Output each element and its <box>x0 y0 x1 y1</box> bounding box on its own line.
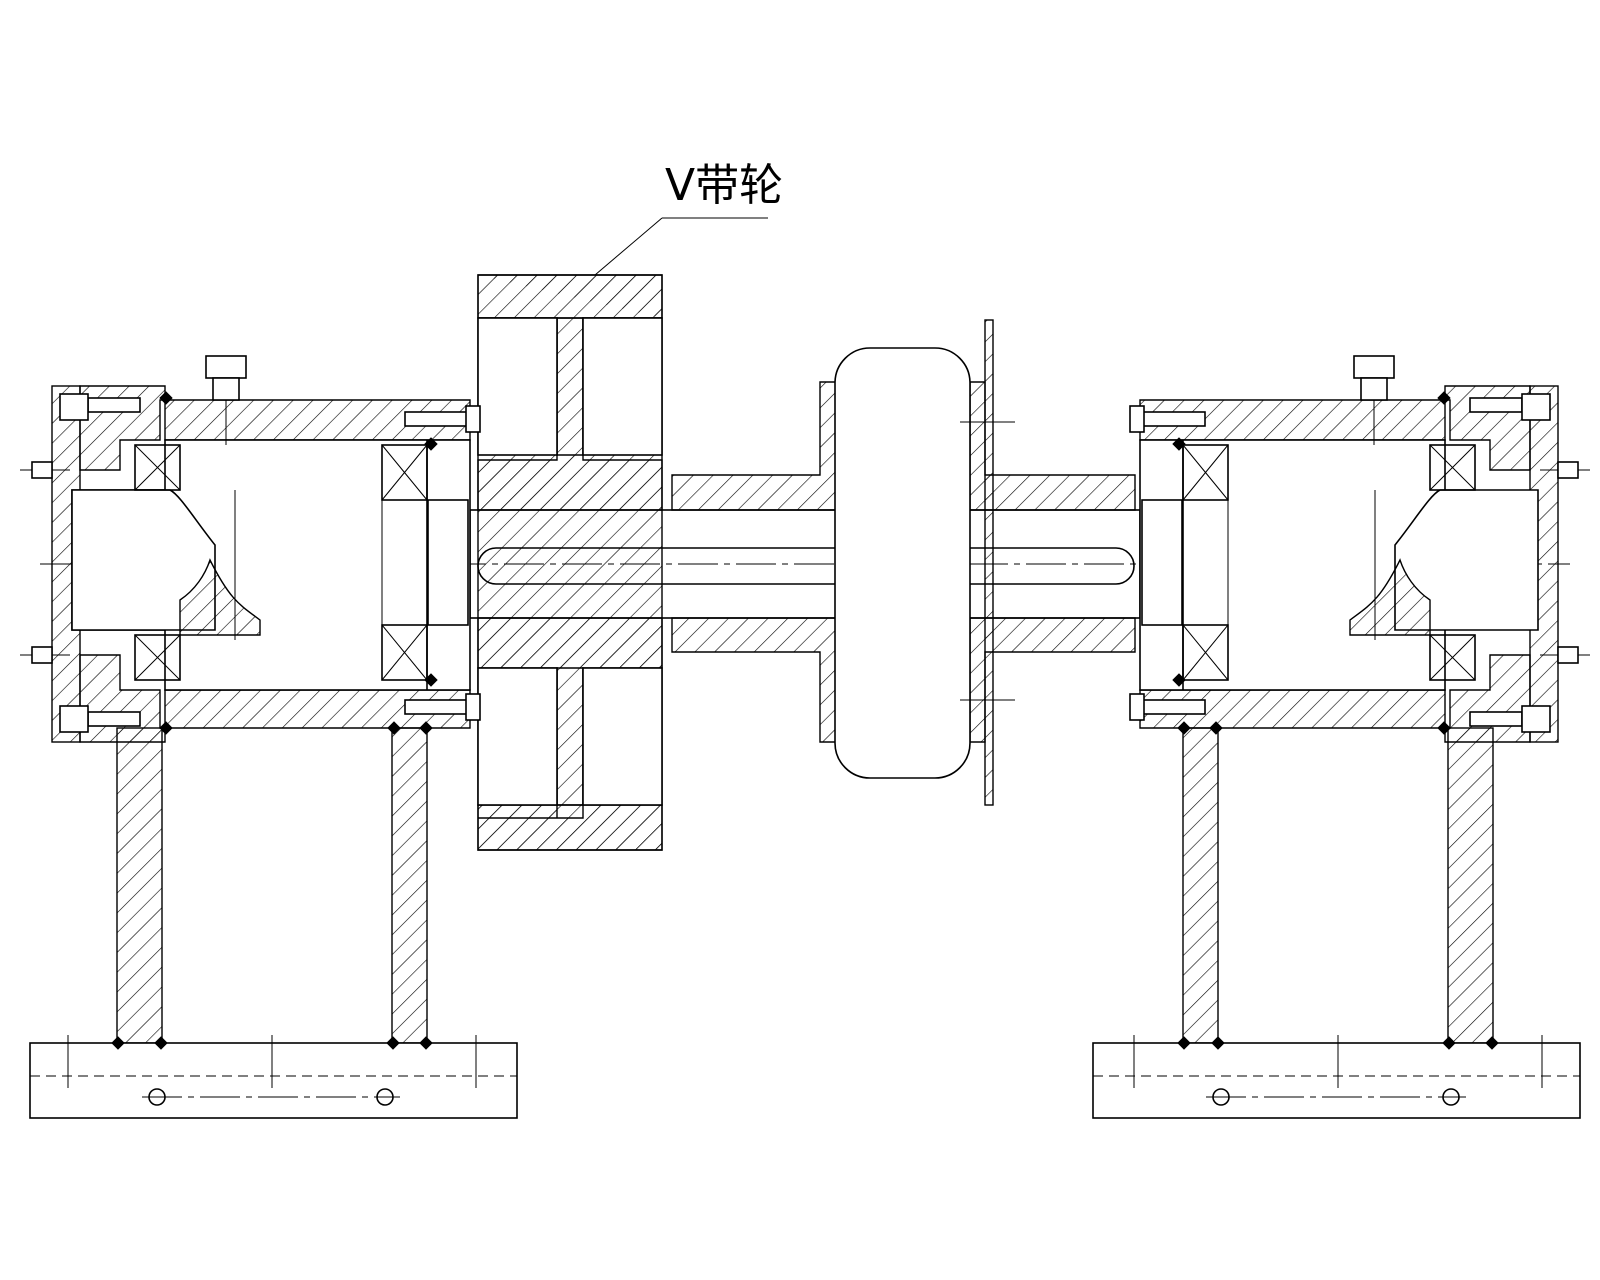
pulley-cavity-bottom <box>582 667 663 806</box>
left-leg-outer <box>116 727 163 1044</box>
left-weld-1 <box>111 1036 125 1050</box>
left-weld-2 <box>154 1036 168 1050</box>
pulley-rim-top <box>477 274 663 319</box>
right-bolts <box>1129 393 1590 733</box>
brake-disc <box>984 319 994 806</box>
left-weld-4 <box>419 1036 433 1050</box>
v-belt-pulley-label: V带轮 <box>665 160 783 211</box>
left-roller-cutaway <box>179 558 261 636</box>
right-base-plate <box>1092 1042 1581 1119</box>
left-lock-nut <box>427 499 469 626</box>
right-weld-4 <box>1485 1036 1499 1050</box>
coupling-hub-right-bottom <box>969 617 1136 743</box>
right-weld-3 <box>1442 1036 1456 1050</box>
pulley-cavity-top <box>582 317 663 456</box>
v-belt-pulley-callout: V带轮 <box>594 160 783 276</box>
coupling-hub-left-top <box>671 381 837 511</box>
right-leg-outer <box>1447 727 1494 1044</box>
coupling-hub-left-bottom <box>671 617 837 743</box>
left-leg-inner <box>391 727 428 1044</box>
elastic-tire <box>834 347 971 779</box>
left-bolts <box>20 393 481 733</box>
right-bearing-housing <box>1129 355 1590 743</box>
right-welds <box>1172 391 1451 735</box>
pulley-cavity-top-left <box>477 317 558 456</box>
left-grease-nipple <box>205 355 247 445</box>
coupling-hub-right-top <box>969 381 1136 511</box>
left-bearing-housing <box>20 355 481 743</box>
callout-leader <box>594 217 663 276</box>
right-roller-cutaway <box>1349 558 1431 636</box>
right-grease-nipple <box>1353 355 1395 445</box>
right-lock-nut <box>1141 499 1183 626</box>
right-housing-bore <box>1139 439 1446 691</box>
pulley-rim-bottom <box>477 804 663 851</box>
right-bearing-1 <box>1429 444 1476 681</box>
right-weld-2 <box>1211 1036 1225 1050</box>
v-belt-pulley <box>477 274 663 851</box>
right-support-stand <box>1092 727 1581 1119</box>
right-weld-1 <box>1177 1036 1191 1050</box>
left-base-plate <box>29 1042 518 1119</box>
left-housing-bore <box>164 439 471 691</box>
pulley-cavity-bottom-left <box>477 667 558 806</box>
flexible-coupling <box>671 319 1136 806</box>
left-bearing-1 <box>134 444 181 681</box>
left-weld-3 <box>386 1036 400 1050</box>
left-support-stand <box>29 727 518 1119</box>
right-leg-inner <box>1182 727 1219 1044</box>
